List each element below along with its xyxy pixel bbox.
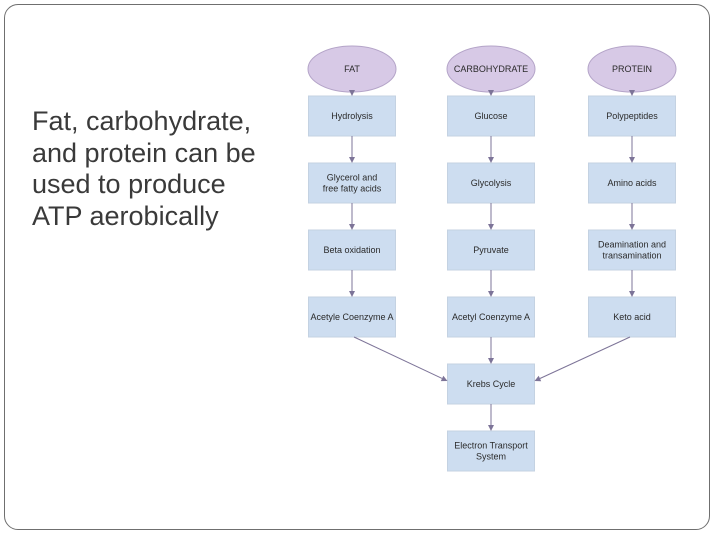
fat-step-text: Acetyle Coenzyme A <box>310 312 393 322</box>
protein-step-text: Keto acid <box>613 312 651 322</box>
carbohydrate-arrow <box>488 203 494 230</box>
carbohydrate-step-label: Glucose <box>474 111 507 121</box>
protein-arrow <box>629 203 635 230</box>
carbohydrate-step-box <box>447 229 535 271</box>
slide-caption: Fat, carbohydrate, and protein can be us… <box>32 106 307 232</box>
fat-arrow <box>349 270 355 297</box>
protein-step-box <box>588 296 676 338</box>
carbohydrate-step-box <box>447 162 535 204</box>
protein-step-label: Polypeptides <box>606 111 658 121</box>
carbohydrate-step-label: Glycolysis <box>471 178 512 188</box>
protein-arrow <box>629 90 635 96</box>
fat-step-label: Beta oxidation <box>323 245 380 255</box>
fat-step-text: free fatty acids <box>323 184 382 194</box>
carbohydrate-step-text: Pyruvate <box>473 245 509 255</box>
protein-step-label: Amino acids <box>607 178 657 188</box>
fat-step-label: Hydrolysis <box>331 111 373 121</box>
protein-header-text: PROTEIN <box>612 64 652 74</box>
caption-line: Fat, carbohydrate, <box>32 106 252 136</box>
carbohydrate-header-text: CARBOHYDRATE <box>454 64 528 74</box>
protein-arrow <box>629 270 635 297</box>
carb-to-krebs-arrow <box>488 337 494 364</box>
protein-arrow <box>629 136 635 163</box>
carbohydrate-step-text: Glucose <box>474 111 507 121</box>
protein-step-text: Amino acids <box>607 178 657 188</box>
fat-step-text: Beta oxidation <box>323 245 380 255</box>
shared-step-box <box>447 363 535 405</box>
carbohydrate-arrow <box>488 136 494 163</box>
protein-step-text: Deamination and <box>598 240 666 250</box>
slide-frame <box>4 4 710 530</box>
protein-step-label: Keto acid <box>613 312 651 322</box>
fat-arrow <box>349 203 355 230</box>
shared-step-text: Electron Transport <box>454 441 528 451</box>
fat-arrow <box>349 90 355 96</box>
fat-header-text: FAT <box>344 64 360 74</box>
krebs-to-ets-arrow <box>488 404 494 431</box>
carbohydrate-step-label: Acetyl Coenzyme A <box>452 312 530 322</box>
shared-step-box <box>447 430 535 472</box>
caption-line: used to produce <box>32 169 226 199</box>
shared-step-label: Krebs Cycle <box>467 379 516 389</box>
carbohydrate-arrow <box>488 90 494 96</box>
carbohydrate-step-text: Acetyl Coenzyme A <box>452 312 530 322</box>
carbohydrate-step-label: Pyruvate <box>473 245 509 255</box>
carbohydrate-arrow <box>488 270 494 297</box>
fat-step-box <box>308 296 396 338</box>
protein-step-text: Polypeptides <box>606 111 658 121</box>
protein-step-box <box>588 229 676 271</box>
carbohydrate-step-text: Glycolysis <box>471 178 512 188</box>
fat-arrow <box>349 136 355 163</box>
shared-step-text: System <box>476 452 506 462</box>
protein-to-krebs-arrow <box>534 336 631 382</box>
carbohydrate-step-box <box>447 296 535 338</box>
fat-step-label: Acetyle Coenzyme A <box>310 312 393 322</box>
fat-step-box <box>308 162 396 204</box>
fat-step-box <box>308 229 396 271</box>
protein-step-text: transamination <box>602 251 661 261</box>
caption-line: and protein can be <box>32 137 256 168</box>
shared-step-text: Krebs Cycle <box>467 379 516 389</box>
protein-step-box <box>588 95 676 137</box>
fat-to-krebs-arrow <box>353 336 448 382</box>
caption-line: ATP aerobically <box>32 200 219 231</box>
fat-step-text: Hydrolysis <box>331 111 373 121</box>
fat-step-text: Glycerol and <box>327 173 378 183</box>
